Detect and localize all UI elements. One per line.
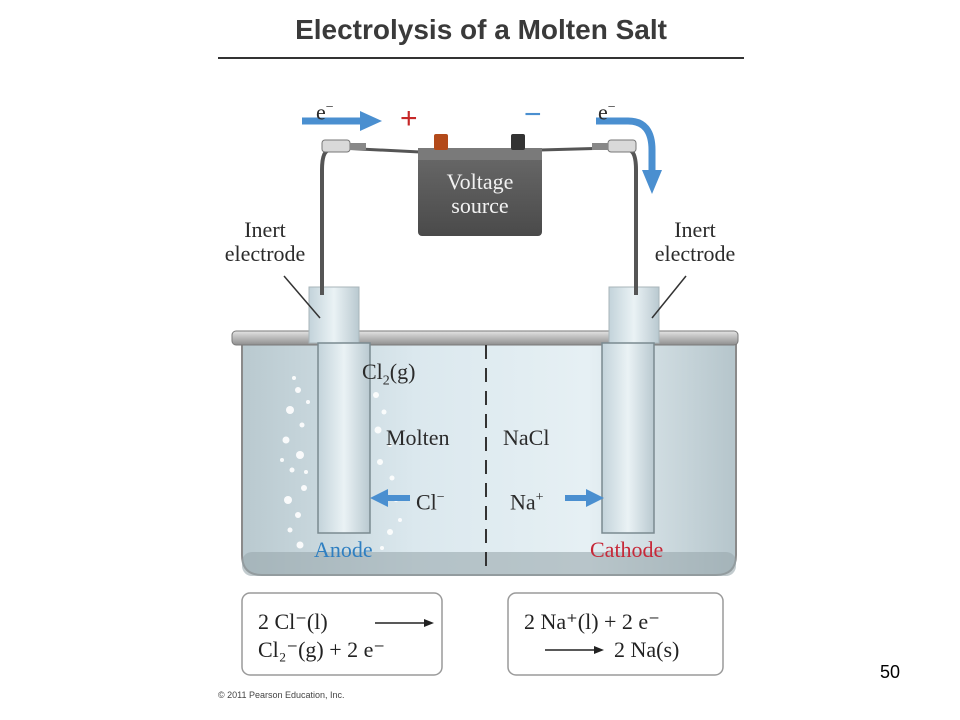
title-rule <box>218 57 744 59</box>
anode-eq-arrow <box>375 619 434 627</box>
cathode-equation-box <box>507 592 724 676</box>
page-number: 50 <box>880 662 901 682</box>
electron-label-left: e− <box>316 99 334 125</box>
anode-equation-line1: 2 Cl⁻(l) <box>258 609 328 634</box>
right-clip <box>592 139 637 153</box>
right-arrow-icon <box>302 111 382 131</box>
chlorine-gas-label: Cl2(g) <box>362 359 416 389</box>
molten-label: Molten <box>386 425 450 450</box>
nacl-label: NaCl <box>503 425 550 450</box>
anode-equation-box <box>241 592 443 676</box>
sodium-ion-label: Na+ <box>510 489 544 515</box>
chloride-ion-label: Cl− <box>416 489 445 515</box>
positive-terminal-sign: + <box>400 102 418 135</box>
curved-down-arrow-icon <box>596 117 662 194</box>
cathode-equation-line1: 2 Na⁺(l) + 2 e⁻ <box>524 609 660 634</box>
na-ion-arrow <box>565 489 604 507</box>
voltage-source-label: Voltage source <box>446 169 514 218</box>
inert-electrode-label-right: Inert electrode <box>654 217 736 266</box>
cathode-electrode <box>601 286 660 534</box>
page-title: Electrolysis of a Molten Salt <box>295 14 667 45</box>
inert-electrode-label-left: Inert electrode <box>224 217 306 266</box>
anode-electrode <box>308 286 371 534</box>
cathode-equation-line2: 2 Na(s) <box>614 637 680 662</box>
right-wire <box>627 148 638 295</box>
copyright-notice: © 2011 Pearson Education, Inc. <box>218 690 345 700</box>
left-leader-line <box>283 275 321 319</box>
left-clip <box>321 139 366 153</box>
anode-label: Anode <box>314 537 373 562</box>
electron-label-right: e− <box>598 99 616 125</box>
right-leader-line <box>651 275 687 319</box>
cathode-eq-arrow <box>545 646 604 654</box>
anode-equation-line2: Cl₂⁻(g) + 2 e⁻ <box>258 637 386 662</box>
cl-ion-arrow <box>370 489 410 507</box>
battery-icon <box>418 134 542 236</box>
left-wire <box>320 148 331 295</box>
negative-terminal-sign: − <box>524 98 542 131</box>
cathode-label: Cathode <box>590 537 664 562</box>
